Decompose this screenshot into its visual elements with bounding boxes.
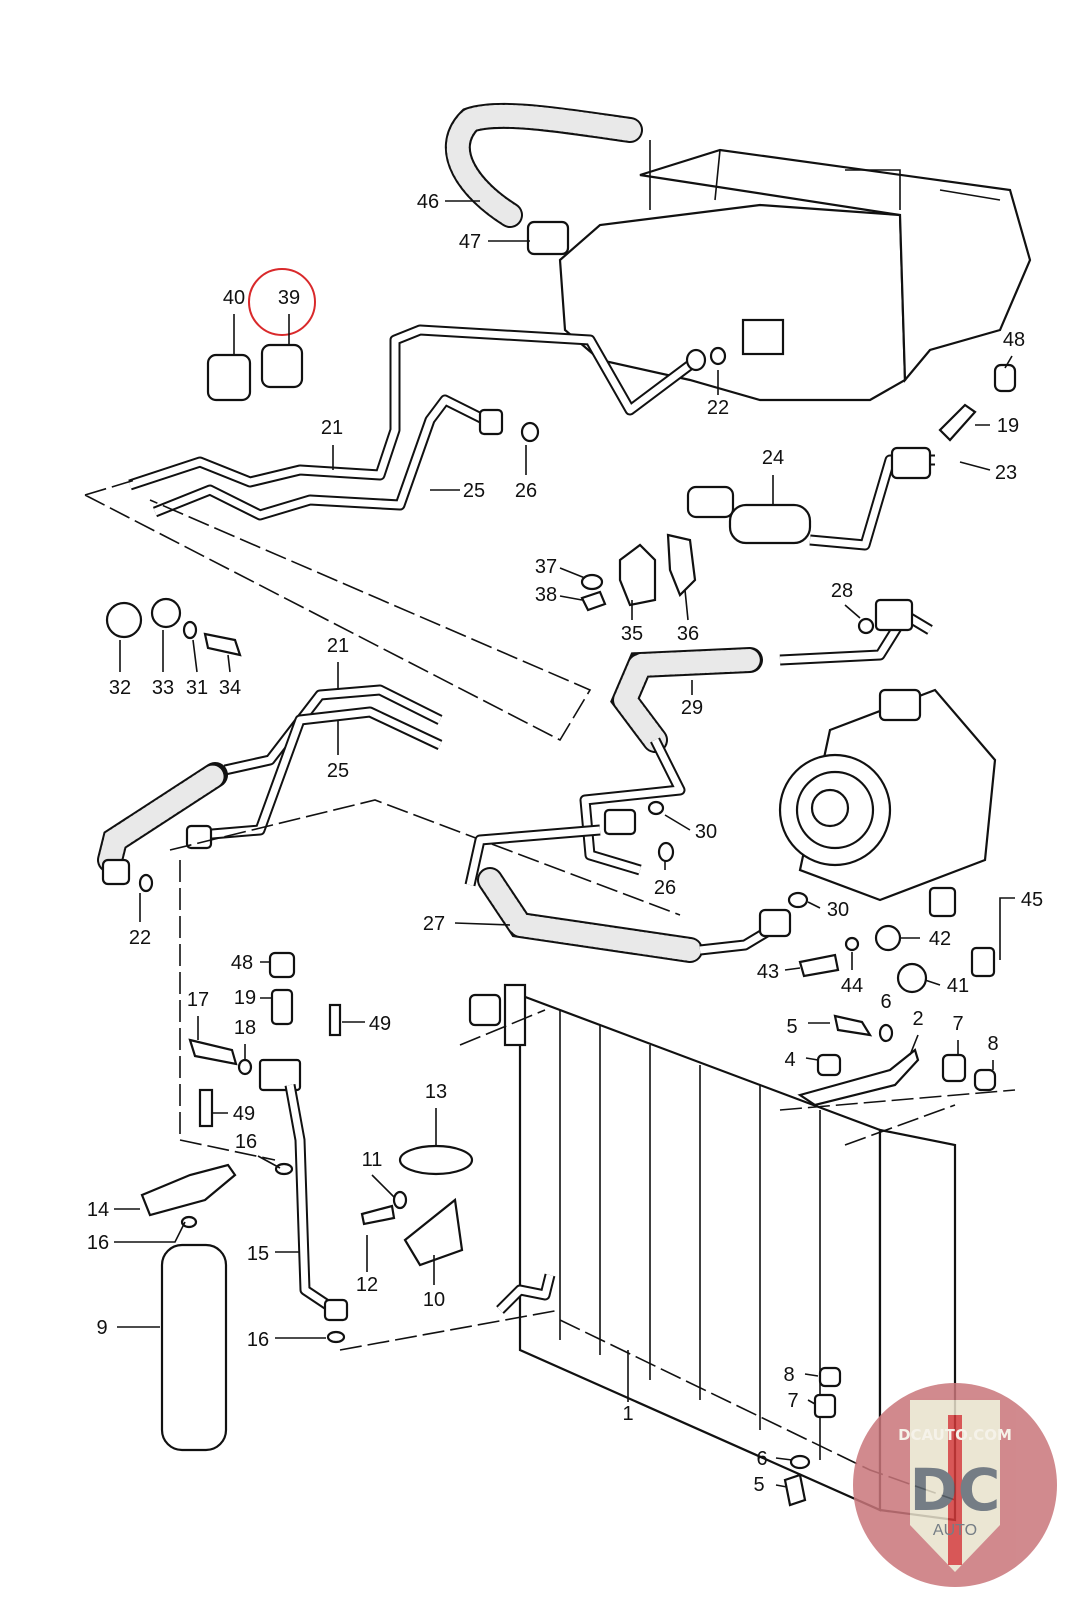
callout-42[interactable]: 42 [929, 928, 951, 950]
evaporator-housing [558, 140, 1032, 402]
watermark-word: AUTO [933, 1522, 977, 1539]
callout-26b[interactable]: 26 [654, 877, 676, 899]
callout-16b[interactable]: 16 [87, 1232, 109, 1254]
callout-14[interactable]: 14 [87, 1199, 109, 1221]
callout-labels: 46 47 40 39 48 22 19 21 23 24 25 26 37 3… [87, 191, 1043, 1496]
bracket-10 [403, 1197, 464, 1267]
callout-29[interactable]: 29 [681, 697, 703, 719]
dcauto-watermark-logo: DCAUTO.COM DC AUTO [853, 1383, 1057, 1587]
callout-6[interactable]: 6 [880, 991, 891, 1013]
callout-1[interactable]: 1 [622, 1403, 633, 1425]
callout-44[interactable]: 44 [841, 975, 863, 997]
callout-46[interactable]: 46 [417, 191, 439, 213]
callout-49b[interactable]: 49 [233, 1103, 255, 1125]
bracket-35 [618, 543, 657, 607]
callout-7b[interactable]: 7 [787, 1390, 798, 1412]
callout-9[interactable]: 9 [96, 1317, 107, 1339]
callout-30[interactable]: 30 [695, 821, 717, 843]
callout-28[interactable]: 28 [831, 580, 853, 602]
hose-clamp-13 [398, 1144, 474, 1176]
callout-45[interactable]: 45 [1021, 889, 1043, 911]
callout-22[interactable]: 22 [707, 397, 729, 419]
callout-7[interactable]: 7 [952, 1013, 963, 1035]
callout-8b[interactable]: 8 [783, 1364, 794, 1386]
callout-5b[interactable]: 5 [753, 1474, 764, 1496]
callout-48b[interactable]: 48 [231, 952, 253, 974]
callout-12[interactable]: 12 [356, 1274, 378, 1296]
callout-36[interactable]: 36 [677, 623, 699, 645]
watermark-site: DCAUTO.COM [898, 1426, 1012, 1444]
valve-block-14 [140, 1163, 237, 1217]
callout-16[interactable]: 16 [235, 1131, 257, 1153]
callout-32[interactable]: 32 [109, 677, 131, 699]
callout-21[interactable]: 21 [321, 417, 343, 439]
callout-37[interactable]: 37 [535, 556, 557, 578]
callout-49[interactable]: 49 [369, 1013, 391, 1035]
hose-connector-47 [526, 220, 570, 256]
callout-15[interactable]: 15 [247, 1243, 269, 1265]
callout-8[interactable]: 8 [987, 1033, 998, 1055]
callout-27[interactable]: 27 [423, 913, 445, 935]
callout-2[interactable]: 2 [912, 1008, 923, 1030]
callout-13[interactable]: 13 [425, 1081, 447, 1103]
clamp-40 [206, 353, 252, 402]
bracket-2 [797, 1048, 920, 1107]
callout-39[interactable]: 39 [278, 287, 300, 309]
callout-18[interactable]: 18 [234, 1017, 256, 1039]
callout-38[interactable]: 38 [535, 584, 557, 606]
upper-pipes [128, 324, 727, 521]
callout-16c[interactable]: 16 [247, 1329, 269, 1351]
callout-24[interactable]: 24 [762, 447, 784, 469]
callout-21b[interactable]: 21 [327, 635, 349, 657]
callout-35[interactable]: 35 [621, 623, 643, 645]
callout-25b[interactable]: 25 [327, 760, 349, 782]
callout-43[interactable]: 43 [757, 961, 779, 983]
callout-19[interactable]: 19 [997, 415, 1019, 437]
watermark-letters: DC [910, 1456, 1001, 1524]
callout-23[interactable]: 23 [995, 462, 1017, 484]
callout-34[interactable]: 34 [219, 677, 241, 699]
callout-31[interactable]: 31 [186, 677, 208, 699]
callout-41[interactable]: 41 [947, 975, 969, 997]
callout-6b[interactable]: 6 [756, 1448, 767, 1470]
bracket-36 [666, 533, 697, 597]
callout-4[interactable]: 4 [784, 1049, 795, 1071]
callout-25[interactable]: 25 [463, 480, 485, 502]
callout-22b[interactable]: 22 [129, 927, 151, 949]
condenser [468, 983, 957, 1522]
highlight-circle-39 [248, 268, 316, 336]
compressor [778, 688, 997, 902]
callout-40[interactable]: 40 [223, 287, 245, 309]
receiver-pipe-24 [728, 503, 812, 545]
callout-17[interactable]: 17 [187, 989, 209, 1011]
clamp-33 [150, 597, 182, 629]
callout-26[interactable]: 26 [515, 480, 537, 502]
callout-47[interactable]: 47 [459, 231, 481, 253]
callout-48[interactable]: 48 [1003, 329, 1025, 351]
receiver-drier-9 [160, 1243, 228, 1452]
callout-19b[interactable]: 19 [234, 987, 256, 1009]
callout-11[interactable]: 11 [362, 1149, 383, 1171]
clamp-32 [105, 601, 143, 639]
callout-5[interactable]: 5 [786, 1016, 797, 1038]
clamp-39 [260, 343, 304, 389]
callout-33[interactable]: 33 [152, 677, 174, 699]
callout-10[interactable]: 10 [423, 1289, 445, 1311]
callout-30b[interactable]: 30 [827, 899, 849, 921]
